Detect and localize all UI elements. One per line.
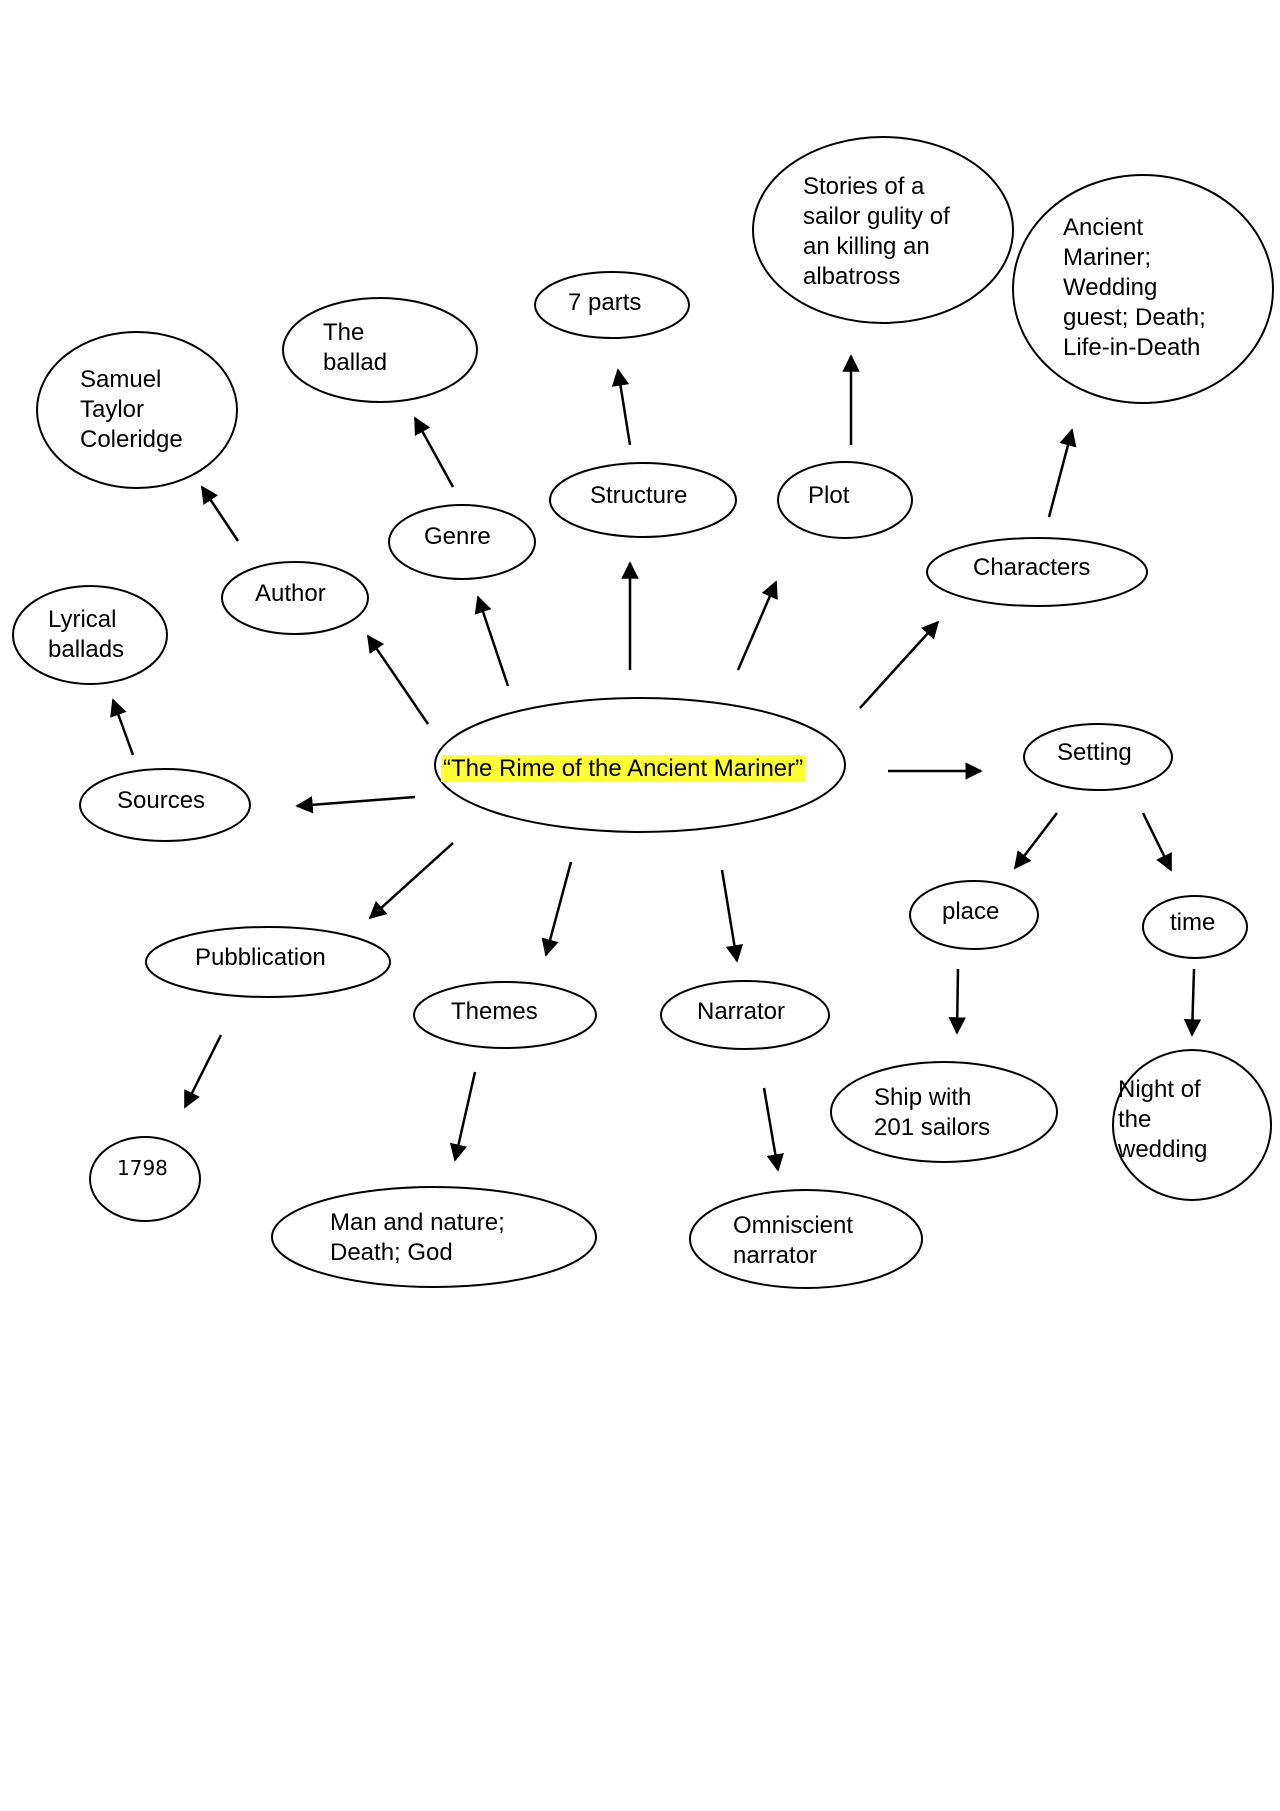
pubblication-detail-node bbox=[89, 1136, 201, 1222]
author-detail-line: Samuel bbox=[80, 366, 162, 393]
narrator-label: Narrator bbox=[697, 998, 786, 1025]
author-label: Author bbox=[255, 580, 326, 607]
author-detail-node bbox=[36, 331, 238, 489]
time-label: time bbox=[1170, 909, 1216, 936]
setting-label: Setting bbox=[1057, 739, 1132, 766]
arrow-center-to-sources bbox=[295, 795, 416, 814]
characters-label: Characters bbox=[973, 554, 1091, 581]
time-detail-label: Night of the wedding bbox=[1118, 1075, 1207, 1165]
sources-node bbox=[79, 768, 251, 842]
characters-detail-node bbox=[1012, 174, 1274, 404]
arrow-narrator-to-detail bbox=[762, 1087, 784, 1172]
pubblication-detail-label: 1798 bbox=[117, 1155, 168, 1181]
arrow-structure-to-detail bbox=[611, 368, 632, 446]
sources-label: Sources bbox=[117, 787, 206, 814]
arrow-themes-to-detail bbox=[449, 1071, 477, 1162]
author-detail-label: Samuel Taylor Coleridge bbox=[80, 365, 183, 455]
author-node bbox=[221, 561, 369, 635]
characters-detail-label: Ancient Mariner; Wedding guest; Death; L… bbox=[1063, 213, 1206, 363]
place-detail-label: Ship with 201 sailors bbox=[874, 1083, 990, 1143]
pubblication-label: Pubblication bbox=[195, 944, 326, 971]
arrow-author-to-detail bbox=[200, 485, 240, 542]
time-node bbox=[1142, 895, 1248, 959]
sources-detail-line: ballads bbox=[48, 636, 125, 663]
characters-detail-line: Ancient bbox=[1063, 214, 1144, 241]
plot-node bbox=[777, 461, 913, 539]
narrator-node bbox=[660, 980, 830, 1050]
narrator-detail-line: Omniscient bbox=[733, 1212, 854, 1239]
sources-detail-node bbox=[12, 585, 168, 685]
plot-label: Plot bbox=[808, 482, 850, 509]
place-node bbox=[909, 880, 1039, 950]
author-detail-line: Taylor bbox=[80, 396, 145, 423]
narrator-detail-label: Omniscient narrator bbox=[733, 1211, 853, 1271]
themes-node bbox=[413, 981, 597, 1049]
plot-detail-line: Stories of a bbox=[803, 173, 925, 200]
genre-detail-node bbox=[282, 297, 478, 403]
plot-detail-label: Stories of a sailor gulity of an killing… bbox=[803, 172, 950, 292]
arrow-center-to-themes bbox=[541, 861, 573, 957]
sources-detail-label: Lyrical ballads bbox=[48, 605, 124, 665]
center-title-text: “The Rime of the Ancient Mariner” bbox=[441, 755, 806, 782]
themes-detail-line: Death; God bbox=[330, 1239, 453, 1266]
arrow-setting-to-place bbox=[1013, 812, 1058, 870]
arrow-center-to-narrator bbox=[720, 869, 744, 963]
sources-detail-line: Lyrical bbox=[48, 606, 117, 633]
plot-detail-line: an killing an bbox=[803, 233, 930, 260]
genre-detail-line: ballad bbox=[323, 349, 388, 376]
characters-detail-line: guest; Death; bbox=[1063, 304, 1206, 331]
setting-node bbox=[1023, 723, 1173, 791]
place-detail-node bbox=[830, 1061, 1058, 1163]
time-detail-line: wedding bbox=[1118, 1136, 1208, 1163]
place-detail-line: Ship with bbox=[874, 1084, 972, 1111]
time-detail-line: Night of bbox=[1118, 1076, 1201, 1103]
genre-detail-line: The bbox=[323, 319, 365, 346]
characters-detail-line: Life-in-Death bbox=[1063, 334, 1201, 361]
narrator-detail-node bbox=[689, 1189, 923, 1289]
themes-detail-label: Man and nature; Death; God bbox=[330, 1208, 505, 1268]
pubblication-detail-line: 1798 bbox=[117, 1156, 168, 1180]
structure-detail-line: 7 parts bbox=[568, 289, 642, 316]
plot-detail-node bbox=[752, 136, 1014, 324]
time-detail-node bbox=[1112, 1049, 1272, 1201]
arrow-genre-to-detail bbox=[413, 416, 455, 488]
place-detail-line: 201 sailors bbox=[874, 1114, 991, 1141]
themes-detail-line: Man and nature; bbox=[330, 1209, 505, 1236]
arrow-setting-to-time bbox=[1141, 812, 1173, 872]
center-title: “The Rime of the Ancient Mariner” bbox=[441, 754, 806, 784]
plot-detail-line: albatross bbox=[803, 263, 901, 290]
structure-detail-node bbox=[534, 271, 690, 339]
plot-detail-line: sailor gulity of bbox=[803, 203, 950, 230]
author-detail-line: Coleridge bbox=[80, 426, 183, 453]
arrow-center-to-genre bbox=[474, 595, 510, 687]
arrow-center-to-author bbox=[366, 634, 430, 725]
genre-detail-label: The ballad bbox=[323, 318, 387, 378]
time-detail-line: the bbox=[1118, 1106, 1152, 1133]
pubblication-node bbox=[145, 926, 391, 998]
place-label: place bbox=[942, 898, 1000, 925]
arrow-center-to-characters bbox=[859, 620, 940, 709]
arrow-sources-to-detail bbox=[110, 698, 135, 756]
structure-label: Structure bbox=[590, 482, 688, 509]
themes-label: Themes bbox=[451, 998, 538, 1025]
characters-detail-line: Mariner; bbox=[1063, 244, 1152, 271]
characters-detail-line: Wedding bbox=[1063, 274, 1158, 301]
genre-node bbox=[388, 504, 536, 580]
arrow-center-to-pubblication bbox=[368, 842, 454, 920]
structure-detail-label: 7 parts bbox=[568, 288, 641, 318]
themes-detail-node bbox=[271, 1186, 597, 1288]
arrow-center-to-plot bbox=[736, 580, 778, 671]
arrow-time-to-detail bbox=[1183, 968, 1202, 1037]
genre-label: Genre bbox=[424, 523, 491, 550]
structure-node bbox=[549, 462, 737, 538]
narrator-detail-line: narrator bbox=[733, 1242, 818, 1269]
arrow-pubblication-to-detail bbox=[183, 1034, 223, 1109]
characters-node bbox=[926, 537, 1148, 607]
arrow-place-to-detail bbox=[948, 968, 966, 1035]
arrow-characters-to-detail bbox=[1047, 428, 1077, 518]
